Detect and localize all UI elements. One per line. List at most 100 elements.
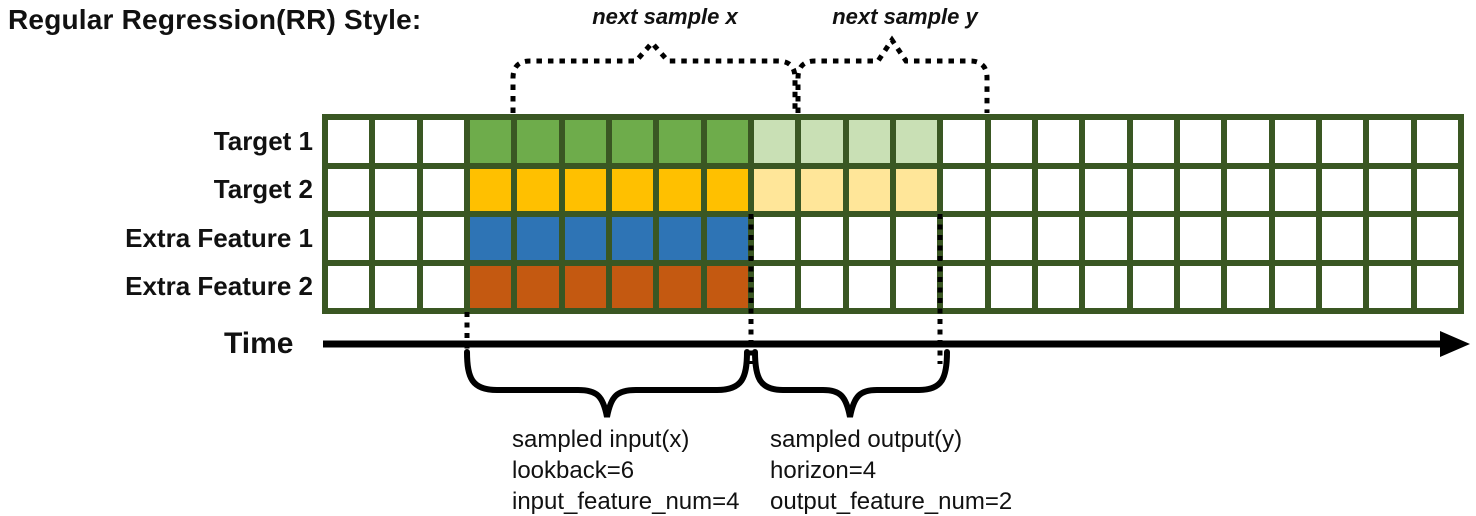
- grid-cell: [1274, 217, 1316, 260]
- grid-cell: [1085, 217, 1127, 260]
- grid-cell: [469, 168, 512, 211]
- grid-cell: [517, 120, 559, 163]
- grid-cell: [1179, 120, 1222, 163]
- grid-cell: [611, 217, 654, 260]
- grid-cell: [1369, 120, 1411, 163]
- grid-cell: [1085, 168, 1127, 211]
- grid-cell: [848, 217, 890, 260]
- grid-cell: [753, 217, 796, 260]
- grid-cell: [1132, 120, 1174, 163]
- grid-cell: [659, 217, 701, 260]
- grid-cell: [328, 120, 370, 163]
- grid-cell: [469, 120, 512, 163]
- input-window-brace: [464, 349, 750, 418]
- grid-cell: [753, 168, 796, 211]
- grid-cell: [1274, 265, 1316, 308]
- next-sample-x-brace: [510, 39, 798, 113]
- grid-cell: [1321, 120, 1364, 163]
- grid-cell: [801, 265, 843, 308]
- grid-cell: [611, 120, 654, 163]
- grid-cell: [848, 120, 890, 163]
- grid-cell: [990, 168, 1032, 211]
- row-label-target-2: Target 2: [213, 174, 313, 204]
- grid-cell: [1321, 265, 1364, 308]
- grid-cell: [375, 265, 417, 308]
- grid-cell: [328, 168, 370, 211]
- grid-cell: [1085, 120, 1127, 163]
- time-axis-label: Time: [224, 327, 294, 360]
- grid-cell: [1037, 168, 1080, 211]
- grid-cell: [1321, 217, 1364, 260]
- grid-cell: [801, 168, 843, 211]
- grid-cell: [990, 120, 1032, 163]
- grid-cell: [1085, 265, 1127, 308]
- time-axis-arrowhead-icon: [1440, 331, 1470, 357]
- grid-cell: [1274, 168, 1316, 211]
- grid-cell: [517, 168, 559, 211]
- grid-cell: [990, 217, 1032, 260]
- grid-cell: [517, 217, 559, 260]
- grid-cell: [422, 265, 464, 308]
- output-window-brace: [752, 349, 950, 418]
- row-label-extra-feature-2: Extra Feature 2: [125, 271, 313, 301]
- grid-cell: [659, 168, 701, 211]
- grid-cell: [990, 265, 1032, 308]
- grid-cell: [895, 265, 938, 308]
- grid-cell: [1416, 217, 1458, 260]
- output-caption: sampled output(y) horizon=4 output_featu…: [770, 424, 1012, 516]
- grid-cell: [706, 120, 748, 163]
- sample-grid: [322, 114, 1464, 314]
- grid-cell: [1274, 120, 1316, 163]
- grid-cell: [1369, 265, 1411, 308]
- grid-cell: [1369, 168, 1411, 211]
- grid-cell: [753, 265, 796, 308]
- grid-cell: [848, 168, 890, 211]
- grid-cell: [1416, 120, 1458, 163]
- grid-cell: [1369, 217, 1411, 260]
- grid-cell: [943, 120, 985, 163]
- row-label-extra-feature-1: Extra Feature 1: [125, 223, 313, 253]
- grid-cell: [895, 168, 938, 211]
- grid-cell: [469, 217, 512, 260]
- page-title: Regular Regression(RR) Style:: [8, 4, 422, 35]
- grid-cell: [801, 120, 843, 163]
- grid-cell: [564, 265, 606, 308]
- grid-cell: [895, 120, 938, 163]
- grid-cell: [706, 217, 748, 260]
- grid-cell: [611, 265, 654, 308]
- grid-cell: [1132, 217, 1174, 260]
- grid-cell: [328, 265, 370, 308]
- grid-cell: [1227, 217, 1269, 260]
- grid-cell: [422, 217, 464, 260]
- next-sample-y-label: next sample y: [832, 4, 978, 29]
- grid-cell: [328, 217, 370, 260]
- grid-cell: [706, 168, 748, 211]
- grid-cell: [943, 265, 985, 308]
- grid-cell: [564, 168, 606, 211]
- grid-cell: [375, 168, 417, 211]
- grid-cell: [659, 265, 701, 308]
- grid-cell: [943, 168, 985, 211]
- grid-cell: [1037, 265, 1080, 308]
- output-caption-line-3: output_feature_num=2: [770, 488, 1013, 515]
- input-caption: sampled input(x) lookback=6 input_featur…: [512, 424, 740, 516]
- grid-cell: [1416, 265, 1458, 308]
- grid-cell: [1179, 217, 1222, 260]
- grid-cell: [1416, 168, 1458, 211]
- grid-cell: [469, 265, 512, 308]
- input-caption-line-3: input_feature_num=4: [512, 488, 740, 515]
- grid-cell: [895, 217, 938, 260]
- input-caption-line-2: lookback=6: [512, 457, 635, 484]
- grid-cell: [611, 168, 654, 211]
- grid-cell: [1179, 265, 1222, 308]
- grid-cell: [801, 217, 843, 260]
- grid-cell: [1227, 120, 1269, 163]
- grid-cell: [422, 120, 464, 163]
- row-label-target-1: Target 1: [213, 126, 313, 156]
- grid-cell: [753, 120, 796, 163]
- grid-cell: [517, 265, 559, 308]
- grid-cell: [1132, 265, 1174, 308]
- grid-cell: [1227, 168, 1269, 211]
- grid-cell: [706, 265, 748, 308]
